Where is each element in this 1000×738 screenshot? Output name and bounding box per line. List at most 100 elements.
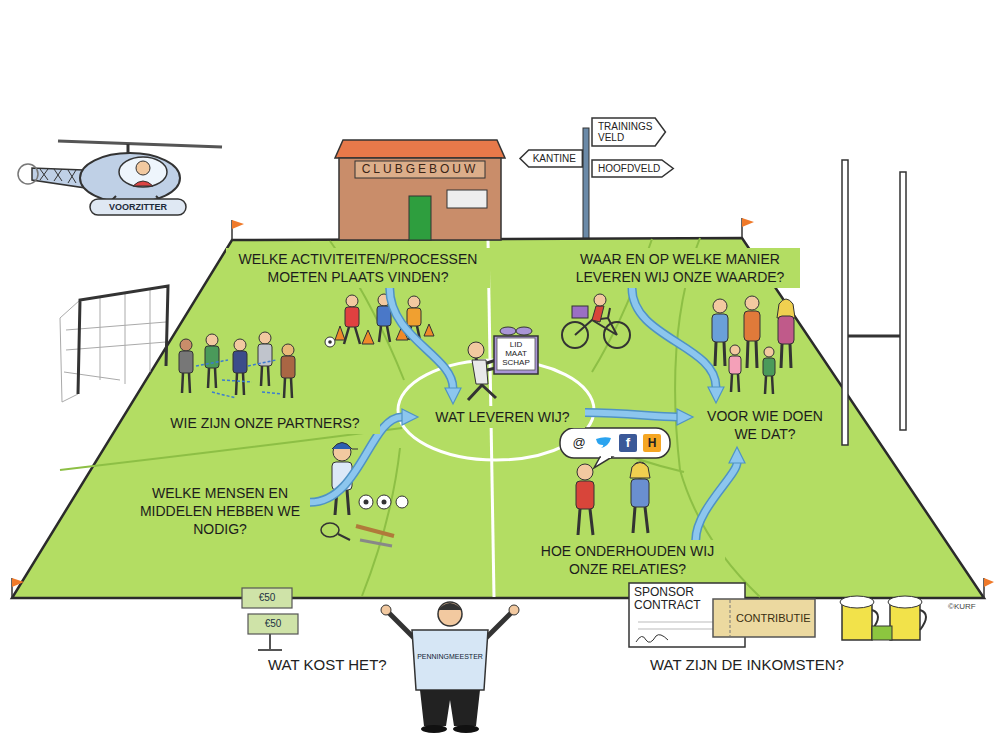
beers-part [920, 610, 926, 630]
flow-arrow-outline [585, 413, 677, 417]
rugby-posts-part [842, 160, 848, 445]
income-question: WAT ZIJN DE INKOMSTEN? [650, 656, 844, 674]
family-part [781, 344, 791, 368]
helicopter-part [58, 141, 222, 147]
beers-part [872, 626, 892, 640]
family-part [730, 345, 740, 355]
node-text: WAT LEVEREN WIJ? [425, 408, 580, 426]
rugby-posts-part [900, 172, 906, 430]
pilot-label: VOORZITTER [109, 202, 167, 213]
family-part [777, 299, 795, 318]
banknote-value: €50 [265, 618, 282, 630]
football-field-part [12, 238, 984, 598]
node-text: CONTRIBUTIE [736, 611, 810, 625]
node-text: HOE ONDERHOUDEN WIJ ONZE RELATIES? [535, 542, 720, 578]
family-part [763, 358, 775, 376]
training-players-part [407, 308, 421, 326]
flow-arrow [696, 463, 737, 540]
partner-group-part [205, 346, 219, 368]
training-players-part [362, 330, 374, 344]
helicopter-part [133, 181, 153, 186]
partner-group-part [206, 334, 218, 346]
relation-people-part [578, 509, 593, 535]
partner-group-part [282, 344, 294, 356]
corner-flag-part [742, 218, 754, 227]
club-building-shape-part [447, 190, 487, 208]
field-zone: WELKE ACTIVITEITEN/PROCESSEN MOETEN PLAA… [226, 248, 490, 288]
resource-person-part [396, 496, 408, 508]
gift-runner-part [494, 336, 538, 374]
flow-arrow [632, 288, 716, 387]
gift-runner-part [472, 360, 488, 384]
partner-group-part [284, 378, 292, 398]
family-part [744, 311, 760, 341]
treasurer-part [381, 605, 391, 615]
treasurer-part [421, 725, 447, 733]
field-zone: WAT LEVEREN WIJ? [420, 406, 585, 428]
family-part [715, 342, 725, 366]
family-part [765, 376, 773, 394]
field-zone: VOOR WIE DOEN WE DAT? [695, 405, 835, 445]
relation-people-part [596, 437, 611, 448]
money-part [242, 588, 292, 608]
club-building-shape-part [335, 140, 505, 158]
treasurer [381, 602, 519, 733]
field-zone: HOE ONDERHOUDEN WIJ ONZE RELATIES? [530, 540, 725, 580]
gift-runner-part [516, 327, 532, 335]
partner-group-part [281, 356, 295, 378]
cyclist [562, 294, 630, 348]
training-players-part [328, 340, 332, 344]
node-text: VOOR WIE DOEN WE DAT? [700, 407, 830, 443]
node-text: TRAININGS VELD [598, 121, 652, 143]
helicopter-part [136, 161, 150, 175]
family [712, 296, 795, 394]
training-players-part [424, 324, 434, 336]
partner-group-part [236, 373, 244, 395]
flow-arrow-body [696, 463, 737, 540]
field-zone: WIE ZIJN ONZE PARTNERS? [150, 412, 380, 434]
shirt-label: PENNINGMEESTER [417, 652, 483, 661]
cyclist-part [572, 306, 588, 318]
relation-people [560, 428, 670, 535]
club-building: CLUBGEBOUW [335, 140, 505, 240]
relation-people-part [560, 428, 670, 458]
corner-flag-part [12, 578, 24, 587]
rugby-posts-part [848, 335, 900, 338]
node-text: SPONSOR CONTRACT [634, 586, 716, 612]
training-players-part [325, 337, 335, 347]
social-icon: f [626, 435, 630, 451]
money-part [269, 634, 271, 650]
flow-arrow-outline [390, 288, 453, 388]
resource-person-part [321, 523, 339, 537]
node-text: WELKE ACTIVITEITEN/PROCESSEN MOETEN PLAA… [231, 250, 485, 286]
helicopter-part [32, 168, 86, 188]
social-icon: H [648, 435, 657, 451]
resource-person-part [360, 540, 392, 546]
relation-people-part [643, 434, 661, 452]
treasurer-part [438, 602, 462, 626]
training-players-part [346, 295, 358, 307]
signpost-board: KANTINE [520, 150, 582, 167]
football-field [12, 238, 984, 598]
helicopter-part [119, 157, 167, 187]
partner-group-part [233, 351, 247, 373]
signpost-pole [583, 128, 589, 240]
partner-group-part [234, 339, 246, 351]
goal-part [60, 289, 166, 402]
cost-question: WAT KOST HET? [268, 656, 387, 674]
training-players-part [408, 296, 420, 308]
family-part [713, 299, 727, 313]
resource-person-part [338, 534, 350, 540]
membership-ticket: CONTRIBUTIE [712, 598, 816, 638]
flow-arrow [390, 288, 453, 388]
helicopter-part [80, 153, 180, 203]
training-players-part [345, 307, 359, 327]
family-part [778, 316, 794, 344]
gift-label: LID MAAT SCHAP [499, 340, 533, 367]
family-part [745, 296, 759, 310]
sponsor-contract-shape-part [636, 635, 668, 643]
relation-people-part [576, 481, 594, 509]
flow-arrow-outline [696, 463, 737, 540]
